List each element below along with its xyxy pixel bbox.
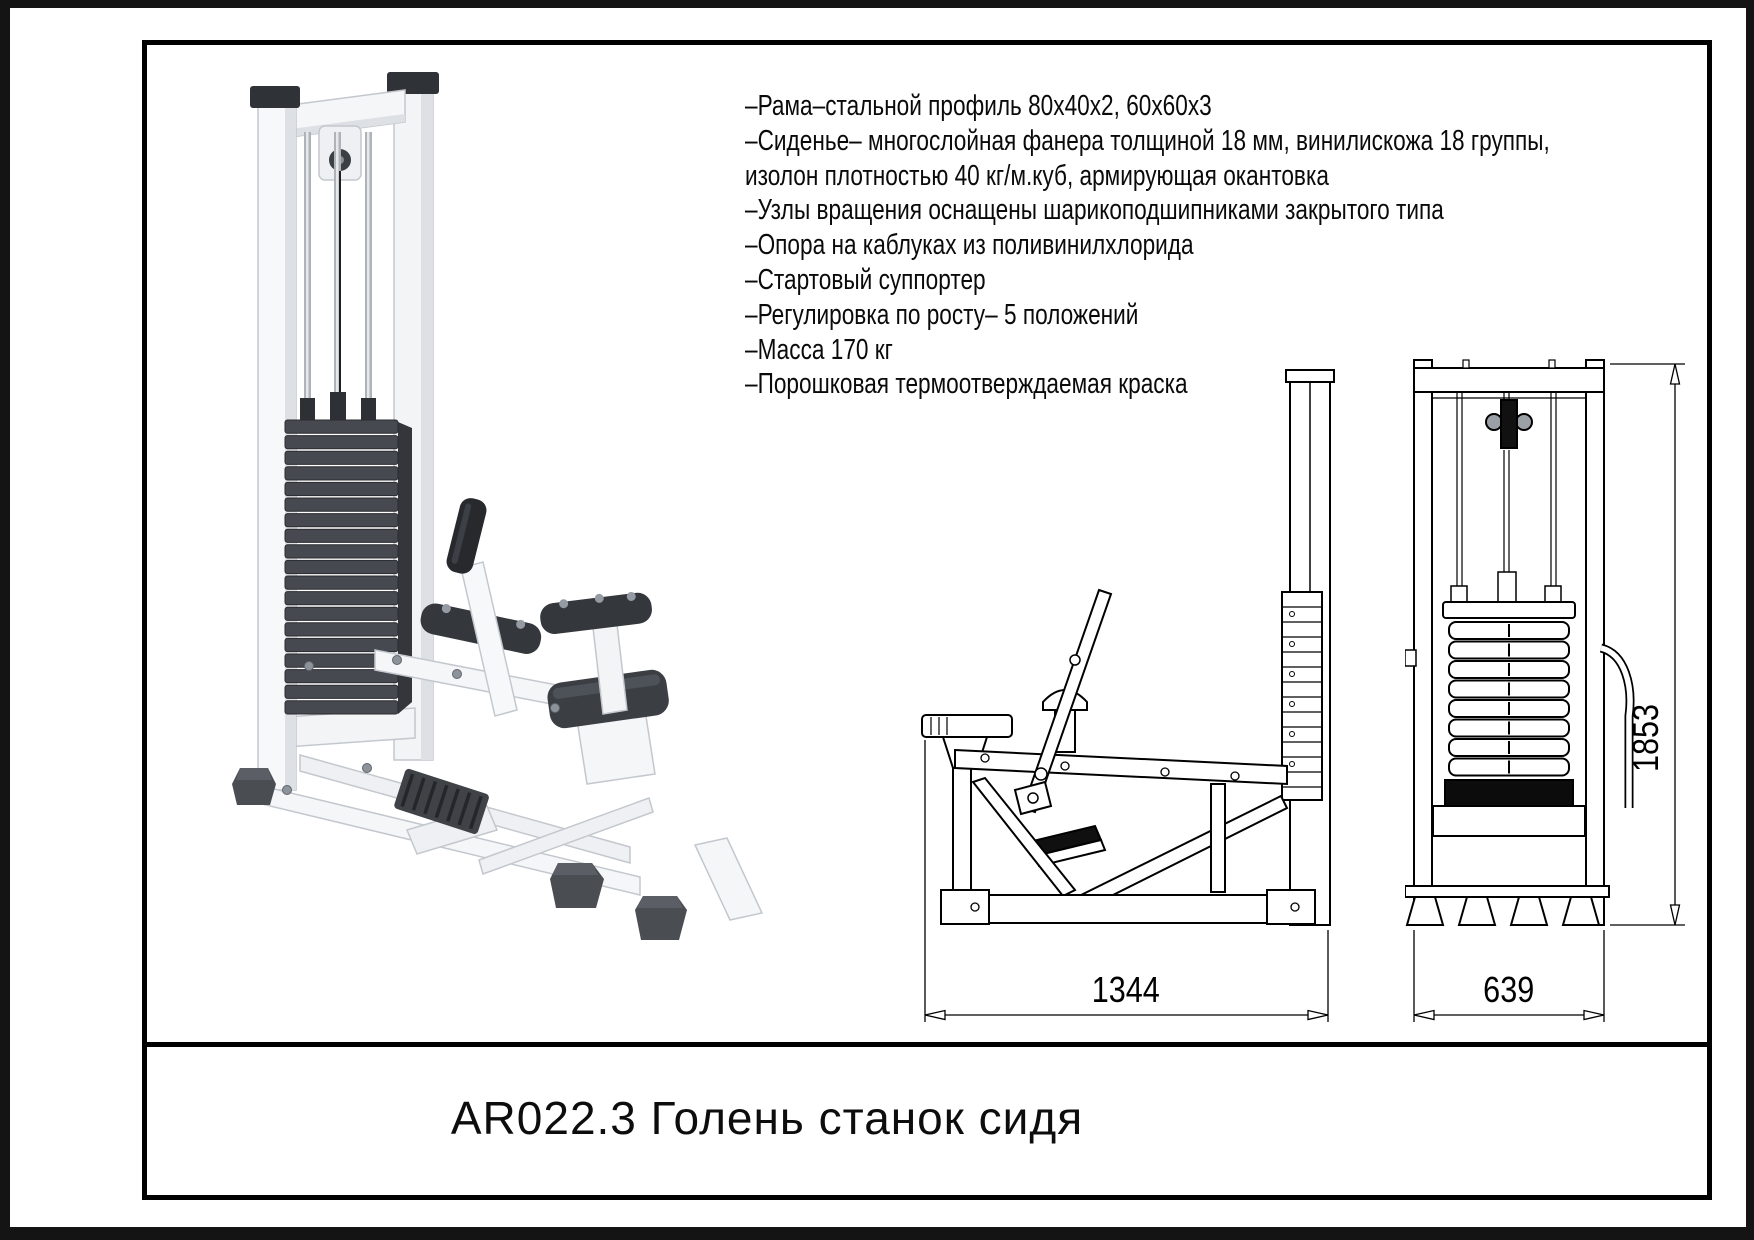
spec-line: –Сиденье– многослойная фанера толщиной 1…: [745, 124, 1550, 157]
spec-line: изолон плотностью 40 кг/м.куб, армирующа…: [745, 159, 1329, 192]
spec-line: –Масса 170 кг: [745, 333, 893, 366]
dimension-side-width: [924, 740, 1329, 1022]
spec-list: –Рама–стальной профиль 80х40х2, 60х60х3 …: [745, 89, 1572, 402]
side-bolts: [970, 753, 1300, 912]
weight-stack: [284, 419, 412, 715]
front-weight-stack: [1442, 601, 1576, 777]
side-lever: [1013, 588, 1113, 816]
front-bumper: [1444, 779, 1574, 807]
side-main-beam: [954, 748, 1288, 786]
base-feet: [232, 768, 687, 940]
product-title: AR022.3 Голень станок сидя: [450, 1092, 1084, 1144]
front-pulley: [1485, 399, 1533, 449]
product-render-3d: [232, 72, 764, 940]
front-handle-tube: [1405, 643, 1635, 808]
front-rod-bosses: [1450, 571, 1562, 603]
foot-platform: [394, 768, 499, 855]
front-view-drawing: 639 1853: [1405, 359, 1685, 1022]
side-braces: [971, 776, 1289, 912]
spec-line: –Опора на каблуках из поливинилхлорида: [745, 229, 1194, 262]
dimension-label-1853: 1853: [1627, 704, 1667, 772]
lever-handle: [446, 498, 518, 717]
dimension-label-639: 639: [1483, 971, 1534, 1011]
spec-line: –Узлы вращения оснащены шарикоподшипника…: [745, 194, 1444, 227]
drawing-frame: –Рама–стальной профиль 80х40х2, 60х60х3 …: [142, 40, 1712, 1200]
front-frame: [1413, 359, 1605, 926]
title-block-divider: [147, 1042, 1707, 1047]
front-base: [1432, 805, 1586, 837]
dimension-front-width: [1413, 930, 1605, 1022]
spec-line: –Регулировка по росту– 5 положений: [745, 298, 1139, 331]
spec-line: –Порошковая термоотверждаемая краска: [745, 368, 1188, 401]
side-weight-stack: [1281, 591, 1323, 801]
title-block: AR022.3 Голень станок сидя: [147, 1047, 1707, 1195]
spec-line: –Стартовый суппортер: [745, 263, 986, 296]
front-guide-rods: [1456, 392, 1557, 586]
guide-rods: [304, 132, 372, 420]
front-feet: [1405, 885, 1610, 926]
seat-assembly: [547, 669, 669, 785]
spec-line: –Рама–стальной профиль 80х40х2, 60х60х3: [745, 90, 1212, 122]
dimension-label-1344: 1344: [1092, 971, 1160, 1011]
side-view-drawing: 1344: [921, 369, 1335, 1022]
side-base: [940, 889, 1316, 925]
stack-bushings: [300, 392, 376, 422]
frame-bolts: [282, 655, 560, 795]
dimension-height: [1610, 363, 1685, 926]
